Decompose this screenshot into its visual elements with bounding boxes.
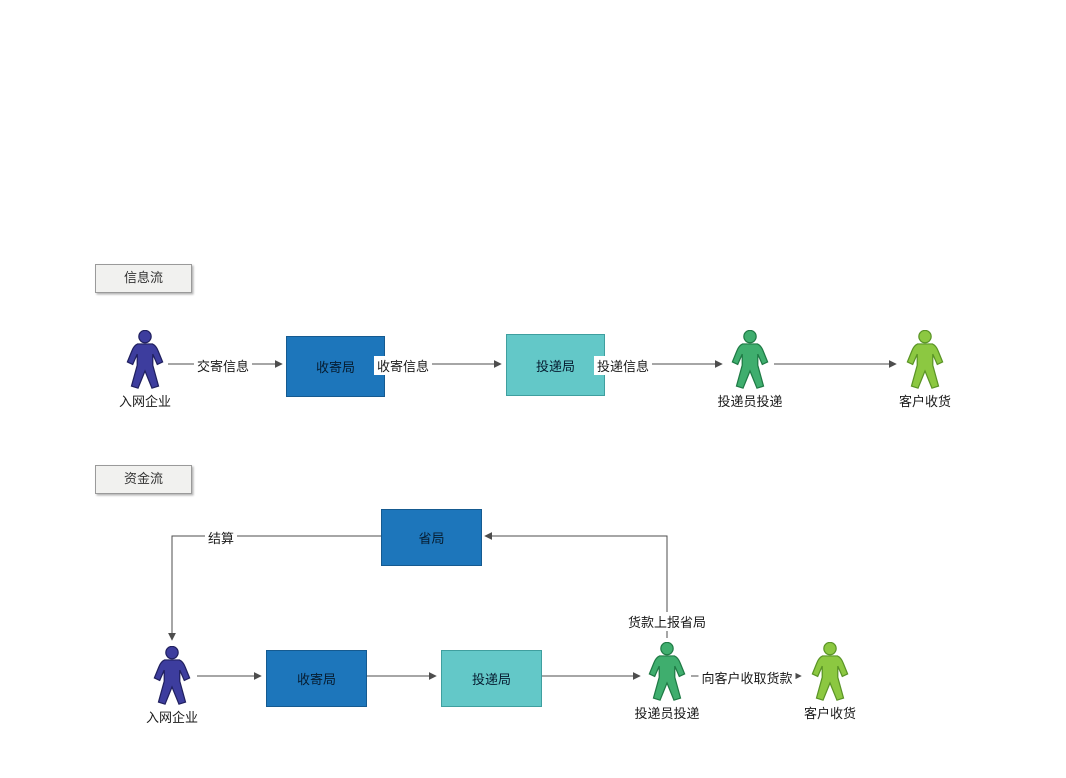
customer-label: 客户收货 <box>803 707 856 722</box>
funds-collect-office-box: 收寄局 <box>266 650 367 707</box>
courier-label: 投递员投递 <box>717 395 783 410</box>
customer-person-icon <box>906 330 944 389</box>
courier-person-icon <box>648 642 686 701</box>
delivery-office-label: 投递局 <box>535 359 575 375</box>
funds-courier-node: 投递员投递 <box>617 642 717 722</box>
collect-payment-edge-label: 向客户收取货款 <box>698 668 796 687</box>
info-customer-node: 客户收货 <box>875 330 975 410</box>
submit-info-edge-label: 交寄信息 <box>193 356 253 375</box>
delivery-office-label: 投递局 <box>471 673 511 688</box>
customer-person-icon <box>811 642 849 701</box>
courier-person-icon <box>731 330 769 389</box>
company-label: 入网企业 <box>118 395 171 410</box>
funds-customer-node: 客户收货 <box>780 642 880 722</box>
edge-province-settlement-to-company <box>168 535 381 641</box>
funds-company-node: 入网企业 <box>122 646 222 726</box>
customer-label: 客户收货 <box>898 395 951 410</box>
funds-delivery-office-box: 投递局 <box>441 650 542 707</box>
report-payment-edge-label: 货款上报省局 <box>624 612 710 631</box>
company-person-icon <box>126 330 164 389</box>
collect-office-label: 收寄局 <box>315 361 355 376</box>
provincial-office-label: 省局 <box>418 532 445 547</box>
collect-info-edge-label: 收寄信息 <box>373 356 433 375</box>
info-flow-tag: 信息流 <box>95 264 192 293</box>
funds-provincial-office-box: 省局 <box>381 509 482 566</box>
collect-office-label: 收寄局 <box>296 673 336 688</box>
edge-courier-report-to-province <box>484 532 668 638</box>
info-delivery-office-box: 投递局 <box>506 334 605 396</box>
info-company-node: 入网企业 <box>95 330 195 410</box>
settlement-edge-label: 结算 <box>204 528 238 547</box>
courier-label: 投递员投递 <box>634 707 700 722</box>
delivery-info-edge-label: 投递信息 <box>593 356 653 375</box>
company-person-icon <box>153 646 191 705</box>
funds-flow-tag: 资金流 <box>95 465 192 494</box>
company-label: 入网企业 <box>145 711 198 726</box>
info-collect-office-box: 收寄局 <box>286 336 385 397</box>
info-courier-node: 投递员投递 <box>700 330 800 410</box>
